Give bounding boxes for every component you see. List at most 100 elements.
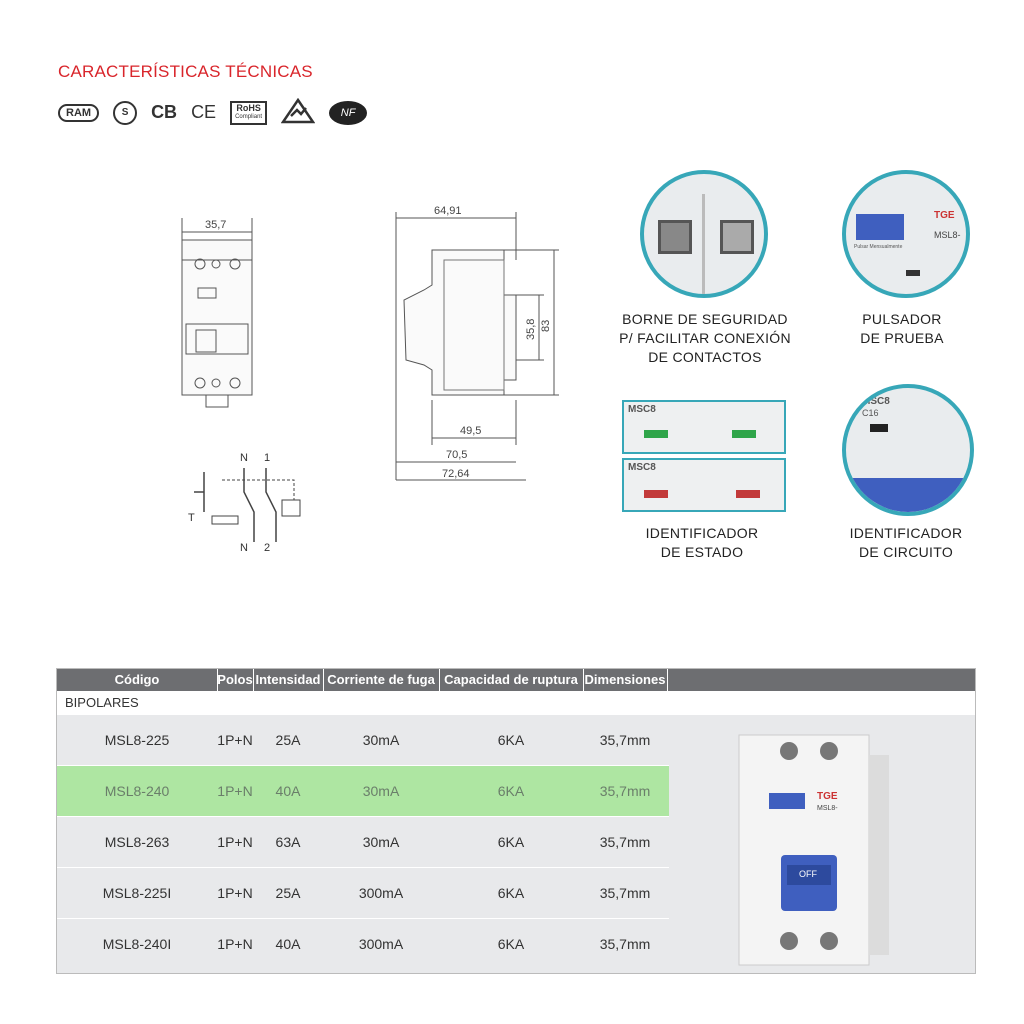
feature-label-line: DE PRUEBA [860, 330, 944, 346]
th-codigo: Código [57, 669, 218, 691]
cell-codigo: MSL8-225 [104, 732, 170, 748]
handle-icon [846, 478, 970, 512]
brand-label: TGE [934, 210, 955, 221]
cell-intensidad: 40A [275, 936, 301, 952]
cell-polos: 1P+N [217, 885, 253, 901]
circuit-identifier-closeup-image: MSC8 C16 [842, 384, 974, 516]
feature-label-line: P/ FACILITAR CONEXIÓN [619, 330, 791, 346]
product-brand-label: TGE [817, 791, 838, 802]
th-polos: Polos [217, 669, 254, 691]
th-corriente: Corriente de fuga [323, 669, 440, 691]
cell-capacidad: 6KA [497, 885, 525, 901]
wire-t: T [188, 512, 195, 524]
nf-logo: NF [329, 100, 368, 125]
cell-capacidad: 6KA [497, 783, 525, 799]
feature-label-line: DE ESTADO [660, 544, 744, 560]
feature-label-line: IDENTIFICADOR [849, 525, 963, 541]
feature-label-line: IDENTIFICADOR [645, 525, 759, 541]
terminal-right-icon [720, 220, 754, 254]
product-model-label: MSL8- [817, 805, 838, 812]
terminal-closeup-image [640, 170, 768, 298]
wire-1: 1 [264, 452, 271, 464]
feature-label-line: BORNE DE SEGURIDAD [622, 311, 788, 327]
feature-label-terminal: BORNE DE SEGURIDAD P/ FACILITAR CONEXIÓN… [600, 310, 810, 367]
red-indicator-icon [644, 490, 668, 498]
msc-label: MSC8 [628, 404, 656, 415]
ram-logo: RAM [58, 103, 100, 122]
cell-intensidad: 63A [275, 834, 301, 850]
green-indicator-icon [732, 430, 756, 438]
cell-intensidad: 40A [275, 783, 301, 799]
cell-capacidad: 6KA [497, 834, 525, 850]
cell-corriente: 30mA [362, 834, 400, 850]
th-capacidad: Capacidad de ruptura [439, 669, 584, 691]
red-indicator-icon [736, 490, 760, 498]
terminal-left-icon [658, 220, 692, 254]
cell-dimensiones: 35,7mm [599, 885, 651, 901]
cell-intensidad: 25A [275, 885, 301, 901]
cell-codigo: MSL8-240 [104, 783, 170, 799]
ce-logo: CE [191, 102, 217, 122]
table-header: Código Polos Intensidad Corriente de fug… [57, 669, 975, 691]
product-image: TGE MSL8- OFF [669, 715, 975, 973]
rcm-icon [280, 97, 316, 127]
cell-polos: 1P+N [217, 834, 253, 850]
off-label: OFF [799, 869, 817, 879]
test-button-icon [856, 214, 904, 240]
dim-83: 83 [540, 320, 552, 332]
cell-dimensiones: 35,7mm [599, 936, 651, 952]
section-title: CARACTERÍSTICAS TÉCNICAS [58, 62, 313, 81]
table-row: MSL8-225I 1P+N 25A 300mA 6KA 35,7mm [57, 868, 669, 919]
th-intensidad: Intensidad [253, 669, 324, 691]
msc-label: MSC8 [628, 462, 656, 473]
test-button-closeup-image: TGE MSL8- Pulsar Mensualmente [842, 170, 970, 298]
cell-dimensiones: 35,7mm [599, 834, 651, 850]
indicator-window-icon [870, 424, 888, 432]
rohs-compliant-text: Compliant [235, 113, 263, 120]
cell-capacidad: 6KA [497, 936, 525, 952]
s-mark-logo: S [113, 100, 138, 125]
section-bipolares: BIPOLARES [57, 691, 975, 715]
th-dimensiones: Dimensiones [583, 669, 668, 691]
side-view-drawing: 64,91 35,8 83 49,5 70,5 72,64 [395, 205, 559, 481]
rohs-text: RoHS [236, 102, 261, 113]
cb-logo: CB [151, 102, 178, 122]
green-indicator-icon [644, 430, 668, 438]
cell-corriente: 300mA [358, 885, 404, 901]
cell-polos: 1P+N [217, 732, 253, 748]
cell-polos: 1P+N [217, 783, 253, 799]
table-row: MSL8-263 1P+N 63A 30mA 6KA 35,7mm [57, 817, 669, 868]
feature-label-test-button: PULSADOR DE PRUEBA [812, 310, 992, 348]
feature-label-line: PULSADOR [862, 311, 942, 327]
wiring-diagram: N 1 T N 2 [184, 452, 314, 557]
cell-codigo: MSL8-263 [104, 834, 170, 850]
cell-corriente: 300mA [358, 936, 404, 952]
cell-polos: 1P+N [217, 936, 253, 952]
cell-dimensiones: 35,7mm [599, 783, 651, 799]
feature-label-circuit: IDENTIFICADOR DE CIRCUITO [816, 524, 996, 562]
feature-label-status: IDENTIFICADOR DE ESTADO [612, 524, 792, 562]
table-row-highlighted: MSL8-240 1P+N 40A 30mA 6KA 35,7mm [57, 766, 669, 817]
cell-codigo: MSL8-225I [102, 885, 172, 901]
c16-label: C16 [862, 408, 879, 418]
cell-corriente: 30mA [362, 732, 400, 748]
table-row: MSL8-240I 1P+N 40A 300mA 6KA 35,7mm [57, 919, 669, 969]
specs-table: Código Polos Intensidad Corriente de fug… [56, 668, 976, 974]
msc-label: MSC8 [862, 396, 890, 407]
dim-70-5: 70,5 [446, 449, 467, 461]
wire-2: 2 [264, 542, 271, 554]
dim-72-64: 72,64 [442, 468, 470, 480]
cell-dimensiones: 35,7mm [599, 732, 651, 748]
front-width-label: 35,7 [205, 219, 226, 231]
table-row: MSL8-225 1P+N 25A 30mA 6KA 35,7mm [57, 715, 669, 766]
cell-corriente: 30mA [362, 783, 400, 799]
front-view-drawing: 35,7 [181, 218, 253, 408]
pulsar-label: Pulsar Mensualmente [854, 244, 903, 250]
model-label: MSL8- [934, 230, 961, 240]
dim-49-5: 49,5 [460, 425, 481, 437]
feature-label-line: DE CONTACTOS [648, 349, 762, 365]
wire-n-top: N [240, 452, 248, 464]
cell-codigo: MSL8-240I [102, 936, 172, 952]
